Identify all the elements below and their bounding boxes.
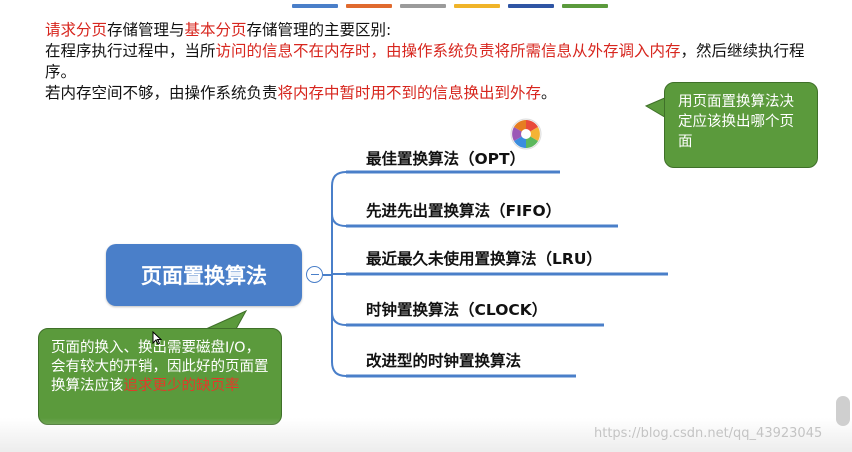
scroll-indicator[interactable] [836, 396, 850, 426]
callout-left-text: 页面的换入、换出需要磁盘I/O，会有较大的开销，因此好的页面置换算法应该 [51, 340, 269, 394]
central-topic-node[interactable]: 页面置换算法 [106, 244, 302, 306]
callout-replacement-purpose: 用页面置换算法决定应该换出哪个页面 [664, 82, 818, 168]
intro-text-segment: 存储管理与 [107, 21, 185, 39]
progress-segment-5 [508, 4, 554, 8]
progress-segment-2 [346, 4, 392, 8]
intro-line-1: 请求分页存储管理与基本分页存储管理的主要区别: [45, 20, 835, 41]
branch-node-lru[interactable]: 最近最久未使用置换算法（LRU） [366, 247, 602, 269]
intro-text-segment: 存储管理的主要区别: [246, 21, 392, 39]
connector-branch-2 [331, 213, 347, 227]
palette-icon[interactable] [509, 117, 543, 151]
branch-label: 先进先出置换算法（FIFO） [366, 202, 562, 220]
branch-node-clock[interactable]: 时钟置换算法（CLOCK） [366, 298, 547, 320]
callout-right-text: 用页面置换算法决定应该换出哪个页面 [678, 94, 794, 150]
intro-text: 请求分页存储管理与基本分页存储管理的主要区别: 在程序执行过程中，当所访问的信息… [45, 20, 835, 104]
central-topic-label: 页面置换算法 [141, 264, 267, 288]
watermark-text: https://blog.csdn.net/qq_43923045 [594, 426, 823, 441]
mouse-cursor-icon [152, 331, 162, 345]
branch-label: 改进型的时钟置换算法 [366, 352, 522, 370]
intro-highlight-swap-in: 访问的信息不在内存时，由操作系统负责将所需信息从外存调入内存 [215, 42, 681, 60]
bottom-shadow [0, 418, 852, 452]
callout-left-highlight: 追求更少的缺页率 [123, 378, 240, 394]
progress-segment-4 [454, 4, 500, 8]
connector-branch-4 [331, 311, 347, 326]
callout-left-pointer [205, 309, 248, 330]
branch-label: 时钟置换算法（CLOCK） [366, 301, 548, 319]
intro-text-segment: 。 [541, 84, 557, 102]
callout-swap-cost: 页面的换入、换出需要磁盘I/O，会有较大的开销，因此好的页面置换算法应该追求更少… [38, 328, 282, 425]
intro-text-segment: 若内存空间不够，由操作系统负责 [45, 84, 278, 102]
branch-node-opt[interactable]: 最佳置换算法（OPT） [366, 147, 525, 169]
slide-progress-bar [292, 4, 608, 8]
branch-node-improved-clock[interactable]: 改进型的时钟置换算法 [366, 349, 521, 371]
intro-line-2: 在程序执行过程中，当所访问的信息不在内存时，由操作系统负责将所需信息从外存调入内… [45, 41, 835, 83]
progress-segment-6 [562, 4, 608, 8]
branch-label: 最佳置换算法（OPT） [366, 150, 526, 168]
intro-highlight-swap-out: 将内存中暂时用不到的信息换出到外存 [277, 84, 542, 102]
branch-label: 最近最久未使用置换算法（LRU） [366, 250, 602, 268]
intro-line-3: 若内存空间不够，由操作系统负责将内存中暂时用不到的信息换出到外存。 [45, 83, 835, 104]
branch-node-fifo[interactable]: 先进先出置换算法（FIFO） [366, 199, 561, 221]
intro-text-segment: 在程序执行过程中，当所 [45, 42, 216, 60]
intro-term-request-paging: 请求分页 [45, 21, 108, 39]
minus-icon [310, 273, 319, 276]
progress-segment-3 [400, 4, 446, 8]
collapse-toggle-button[interactable] [306, 266, 323, 283]
intro-term-basic-paging: 基本分页 [184, 21, 247, 39]
intro-text-segment: ，然后继续执行程序。 [45, 42, 805, 81]
progress-segment-1 [292, 4, 338, 8]
